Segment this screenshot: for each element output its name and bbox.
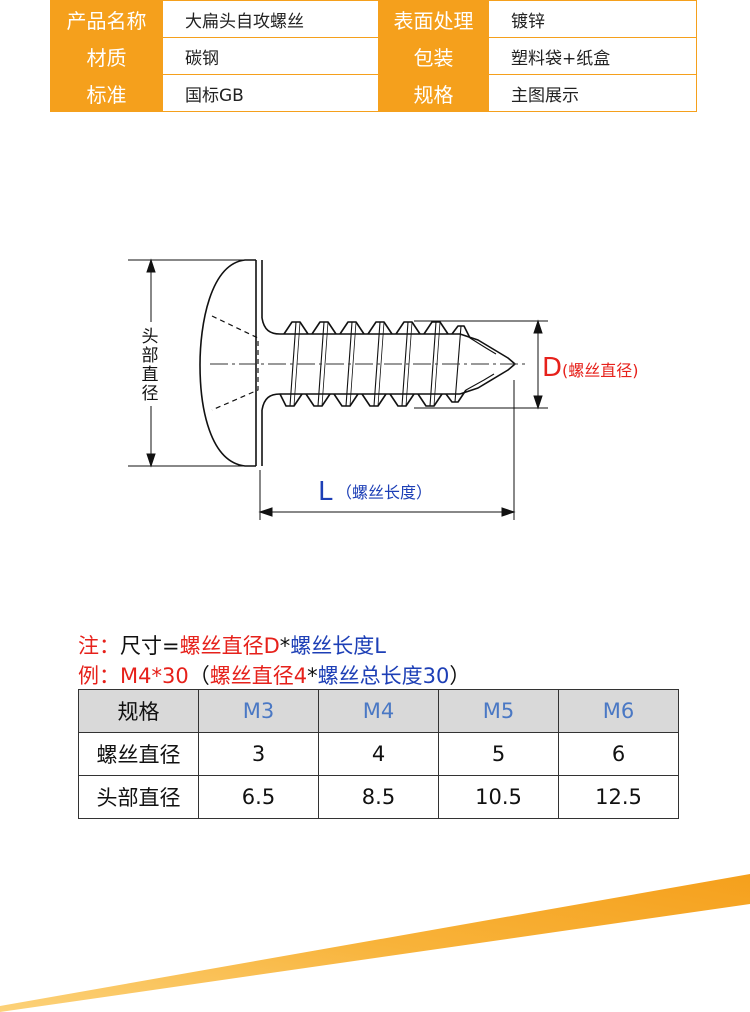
- length-dimension: [258, 380, 516, 520]
- spec-cell: 10.5: [438, 775, 559, 819]
- spec-header-label: 规格: [78, 689, 199, 733]
- note-length: 螺丝长度L: [290, 634, 386, 658]
- product-info-table: 产品名称 大扁头自攻螺丝 表面处理 镀锌 材质 碳钢 包装 塑料袋+纸盒 标准 …: [50, 0, 697, 112]
- d-label: (螺丝直径): [562, 361, 639, 380]
- spec-row-label: 螺丝直径: [78, 732, 199, 776]
- spec-header-row: 规格 M3 M4 M5 M6: [78, 689, 679, 733]
- info-row: 产品名称 大扁头自攻螺丝 表面处理 镀锌: [50, 0, 697, 38]
- info-value: 塑料袋+纸盒: [488, 37, 697, 75]
- spec-cell: 6: [558, 732, 679, 776]
- d-letter: D: [542, 353, 562, 383]
- size-note: 注：尺寸=螺丝直径D*螺丝长度L: [78, 630, 386, 660]
- example-note: 例：M4*30（螺丝直径4*螺丝总长度30）: [78, 660, 470, 690]
- spec-table: 规格 M3 M4 M5 M6 螺丝直径 3 4 5 6 头部直径 6.5 8.5…: [78, 689, 679, 819]
- info-value: 国标GB: [162, 74, 379, 112]
- note-text: 尺寸=: [120, 634, 180, 658]
- spec-size-m6: M6: [558, 689, 679, 733]
- spec-size-m5: M5: [438, 689, 559, 733]
- head-label-char: 直: [142, 365, 159, 385]
- note-prefix: 例：: [78, 664, 120, 688]
- spec-cell: 8.5: [318, 775, 439, 819]
- decorative-orange-stripe: [0, 874, 750, 1012]
- note-length: 螺丝总长度30: [317, 664, 450, 688]
- info-key: 规格: [378, 74, 489, 112]
- spec-cell: 3: [198, 732, 319, 776]
- spec-cell: 5: [438, 732, 559, 776]
- table-row: 头部直径 6.5 8.5 10.5 12.5: [78, 775, 679, 819]
- screw-outline: [199, 259, 516, 467]
- head-diameter-dimension: [128, 258, 248, 468]
- info-value: 主图展示: [488, 74, 697, 112]
- info-key: 标准: [50, 74, 163, 112]
- spec-cell: 4: [318, 732, 439, 776]
- table-row: 螺丝直径 3 4 5 6: [78, 732, 679, 776]
- head-label-char: 径: [142, 384, 159, 404]
- spec-size-m3: M3: [198, 689, 319, 733]
- info-key: 材质: [50, 37, 163, 75]
- note-diameter: 螺丝直径4: [209, 664, 308, 688]
- note-paren-close: ）: [449, 664, 471, 688]
- info-key: 产品名称: [50, 0, 163, 38]
- spec-cell: 6.5: [198, 775, 319, 819]
- info-row: 材质 碳钢 包装 塑料袋+纸盒: [50, 37, 697, 75]
- info-value: 大扁头自攻螺丝: [162, 0, 379, 38]
- note-diameter: 螺丝直径D: [179, 634, 280, 658]
- note-star: *: [307, 664, 318, 688]
- info-row: 标准 国标GB 规格 主图展示: [50, 74, 697, 112]
- note-example-size: M4*30: [120, 664, 189, 688]
- note-paren-open: （: [188, 664, 210, 688]
- note-prefix: 注：: [78, 634, 120, 658]
- screw-dimension-drawing: 头 部 直 径 D (螺丝直径) L （螺丝长度）: [0, 230, 750, 530]
- spec-row-label: 头部直径: [78, 775, 199, 819]
- l-label: （螺丝长度）: [336, 483, 432, 502]
- head-label-char: 头: [142, 327, 159, 347]
- info-key: 表面处理: [378, 0, 489, 38]
- info-value: 碳钢: [162, 37, 379, 75]
- info-key: 包装: [378, 37, 489, 75]
- screw-drawing-svg: 头 部 直 径 D (螺丝直径) L （螺丝长度）: [128, 258, 639, 520]
- note-star: *: [279, 634, 291, 658]
- spec-size-m4: M4: [318, 689, 439, 733]
- l-letter: L: [318, 477, 333, 507]
- head-label-char: 部: [142, 346, 159, 366]
- spec-cell: 12.5: [558, 775, 679, 819]
- info-value: 镀锌: [488, 0, 697, 38]
- head-diameter-label: 头 部 直 径: [142, 327, 159, 404]
- thread-diameter-dimension: [414, 319, 548, 410]
